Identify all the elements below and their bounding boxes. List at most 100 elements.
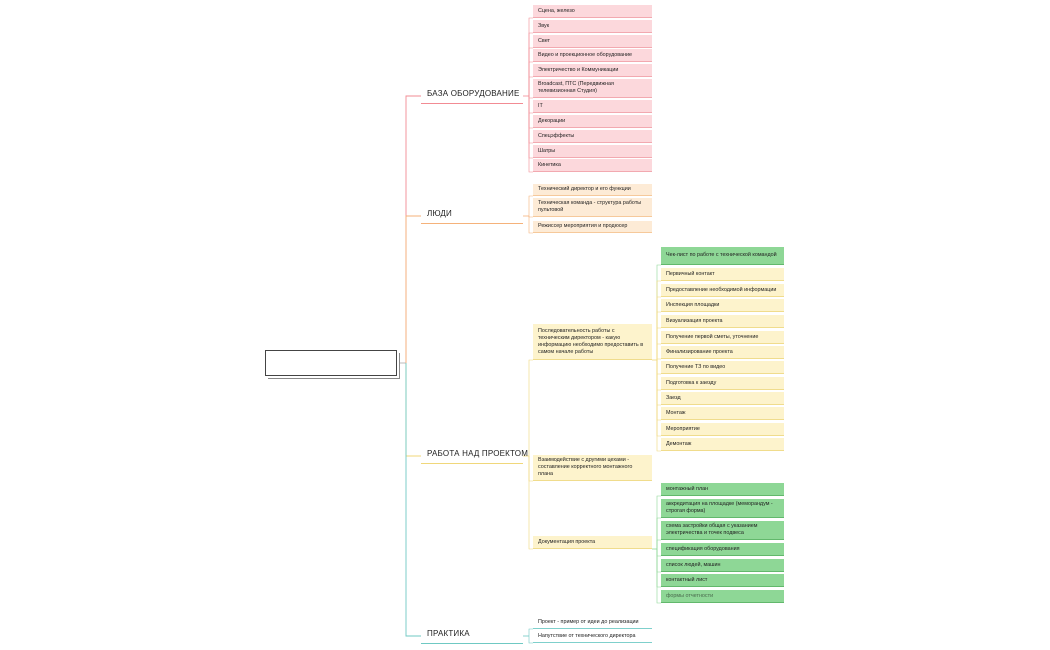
checklist-item[interactable]: Чек-лист по работе с технической командо… [661,247,784,265]
sequence-step[interactable]: Инспекция площадки [661,299,784,312]
people-item[interactable]: Режиссер мероприятия и продюсер [533,221,652,233]
equipment-item[interactable]: Видео и проекционное оборудование [533,49,652,62]
connector-line [528,636,533,644]
sequence-step-label: Демонтаж [666,440,692,447]
equipment-item-label: IT [538,102,543,109]
connector-line [656,517,661,549]
sequence-step[interactable]: Получение ТЗ по видео [661,361,784,374]
equipment-item[interactable]: Сцена, железо [533,5,652,18]
connector-line [528,195,533,216]
branch-equipment[interactable]: БАЗА ОБОРУДОВАНИЕ [421,84,523,104]
equipment-item[interactable]: Кинетика [533,159,652,172]
project-item-label: Взаимодействие с другими цехами - состав… [538,457,633,477]
equipment-item-label: Сцена, железо [538,7,575,14]
branch-project[interactable]: РАБОТА НАД ПРОЕКТОМ [421,444,528,464]
equipment-item-label: Декорации [538,117,566,124]
connector-line [528,628,533,636]
project-item[interactable]: Документация проекта [533,536,652,549]
equipment-item-label: Видео и проекционное оборудование [538,51,633,58]
branch-people[interactable]: ЛЮДИ [421,204,523,224]
equipment-item-label: Свет [538,37,550,44]
connector-line [656,539,661,549]
sequence-step-label: Подготовка к заезду [666,379,717,386]
equipment-item-label: Звук [538,22,550,29]
connector-line [528,216,533,234]
equipment-item[interactable]: Спецэффекты [533,130,652,143]
connector-line [656,549,661,604]
sequence-step-label: Получение ТЗ по видео [666,363,726,370]
connector-line [405,95,421,363]
practice-item[interactable]: Проект - пример от идеи до реализации [533,617,652,629]
connector-line [656,360,661,452]
doc-item[interactable]: монтажный план [661,483,784,496]
doc-item[interactable]: список людей, машин [661,559,784,572]
equipment-item-label: Электричество и Коммуникации [538,66,619,73]
people-item[interactable]: Технический директор и его функции [533,184,652,196]
practice-item-label: Проект - пример от идеи до реализации [538,619,639,625]
sequence-step-label: Монтаж [666,409,686,416]
sequence-step[interactable]: Монтаж [661,407,784,420]
people-item-label: Технический директор и его функции [538,186,631,192]
sequence-step-label: Инспекция площадки [666,301,720,308]
sequence-step-label: Первичный контакт [666,270,715,277]
doc-item-label: аккредитация на площадке (меморандум - с… [666,501,773,514]
doc-item-label: формы отчетности [666,592,714,599]
sequence-step[interactable]: Финализирование проекта [661,346,784,359]
doc-item-label: монтажный план [666,485,709,492]
doc-item-label: контактный лист [666,576,708,583]
sequence-step-label: Предоставление необходимой информации [666,286,777,293]
practice-item-label: Напутствие от технического директора [538,633,636,639]
equipment-item[interactable]: Шатры [533,145,652,158]
connector-line [405,215,421,363]
equipment-item[interactable]: Электричество и Коммуникации [533,64,652,77]
root-node[interactable] [265,350,397,376]
people-item-label: Режиссер мероприятия и продюсер [538,223,628,229]
connector-line [656,343,661,360]
connector-line [405,363,421,637]
connector-line [528,76,533,96]
equipment-item[interactable]: Broadcast, ПТС (Передвижная телевизионна… [533,79,652,98]
sequence-step[interactable]: Получение первой сметы, уточнение [661,331,784,344]
practice-item[interactable]: Напутствие от технического директора [533,631,652,643]
doc-item-label: спецификация оборудования [666,545,740,552]
sequence-step[interactable]: Визуализация проекта [661,315,784,328]
sequence-step-label: Получение первой сметы, уточнение [666,333,759,340]
sequence-step-label: Финализирование проекта [666,348,733,355]
equipment-item-label: Шатры [538,147,556,154]
doc-item-label: схема застройки общая с указанием электр… [666,523,758,536]
equipment-item[interactable]: Звук [533,20,652,33]
people-item-label: Техническая команда - структура работы п… [538,200,642,213]
doc-item-label: список людей, машин [666,561,721,568]
doc-item[interactable]: контактный лист [661,574,784,587]
sequence-step-label: Мероприятие [666,425,700,432]
connector-line [528,456,533,550]
sequence-step[interactable]: Подготовка к заезду [661,377,784,390]
sequence-step[interactable]: Демонтаж [661,438,784,451]
equipment-item-label: Кинетика [538,161,561,168]
doc-item[interactable]: спецификация оборудования [661,543,784,556]
doc-item[interactable]: схема застройки общая с указанием электр… [661,521,784,540]
doc-item[interactable]: аккредитация на площадке (меморандум - с… [661,499,784,518]
checklist-item-label: Чек-лист по работе с технической командо… [666,252,777,258]
equipment-item-label: Спецэффекты [538,132,575,139]
sequence-step[interactable]: Мероприятие [661,423,784,436]
sequence-step[interactable]: Предоставление необходимой информации [661,284,784,297]
equipment-item-label: Broadcast, ПТС (Передвижная телевизионна… [538,81,614,94]
equipment-item[interactable]: IT [533,100,652,113]
project-item[interactable]: Последовательность работы с техническим … [533,324,652,360]
connector-line [656,358,661,360]
branch-practice[interactable]: ПРАКТИКА [421,624,523,644]
sequence-step-label: Заезд [666,394,681,401]
project-item-label: Документация проекта [538,538,596,545]
equipment-item[interactable]: Декорации [533,115,652,128]
project-item-label: Последовательность работы с техническим … [538,327,644,355]
sequence-step-label: Визуализация проекта [666,317,723,324]
connector-line [405,363,421,457]
sequence-step[interactable]: Первичный контакт [661,268,784,281]
doc-item[interactable]: формы отчетности [661,590,784,603]
project-item[interactable]: Взаимодействие с другими цехами - состав… [533,455,652,481]
sequence-step[interactable]: Заезд [661,392,784,405]
equipment-item[interactable]: Свет [533,35,652,48]
people-item[interactable]: Техническая команда - структура работы п… [533,198,652,217]
